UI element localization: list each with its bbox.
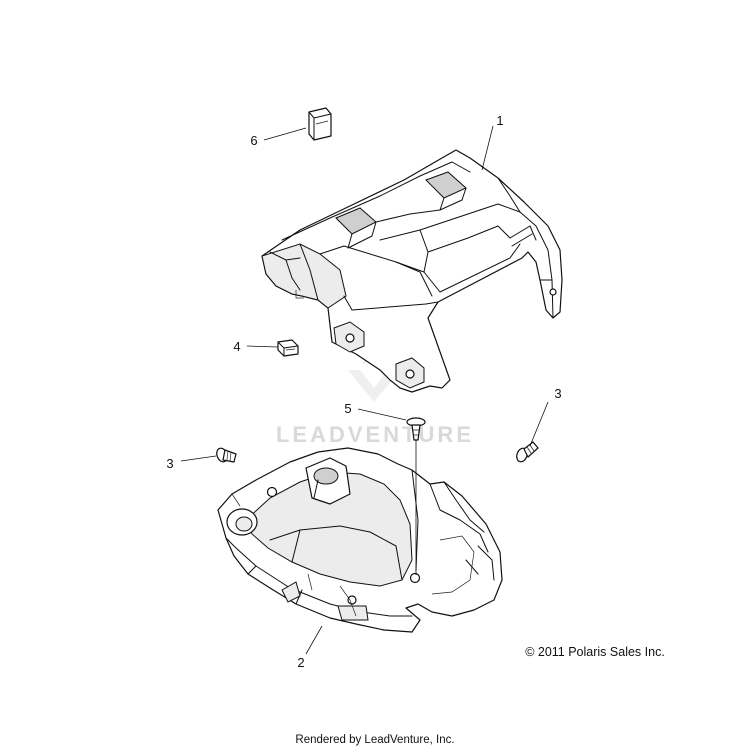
callout-6: 6	[250, 133, 257, 148]
leader-3-right	[529, 401, 549, 447]
callout-3-right: 3	[554, 386, 561, 401]
leader-1	[481, 125, 494, 171]
footer-credit: Rendered by LeadVenture, Inc.	[295, 734, 454, 746]
leader-3-left	[180, 455, 217, 462]
part-1-upper-cover	[261, 149, 563, 393]
copyright-notice: © 2011 Polaris Sales Inc.	[525, 645, 665, 659]
watermark-text: LEADVENTURE	[276, 422, 474, 447]
leader-6	[263, 127, 307, 141]
leader-4	[246, 345, 279, 348]
callout-labels: 1 2 3 3 4 5 6	[166, 113, 561, 670]
callout-2: 2	[297, 655, 304, 670]
callout-5: 5	[344, 401, 351, 416]
part-3-screw-left	[216, 447, 237, 463]
part-5-push-rivet	[406, 417, 426, 441]
callout-3-left: 3	[166, 456, 173, 471]
part-3-screw-right	[516, 441, 539, 463]
callout-1: 1	[496, 113, 503, 128]
part-6-plug	[308, 107, 332, 141]
callout-4: 4	[233, 339, 240, 354]
leader-2	[305, 625, 323, 655]
leader-5	[357, 408, 407, 421]
part-4-clip	[277, 339, 299, 357]
watermark: LEADVENTURE	[276, 316, 474, 447]
leader-lines	[180, 125, 549, 655]
part-2-lower-cover	[217, 447, 503, 633]
